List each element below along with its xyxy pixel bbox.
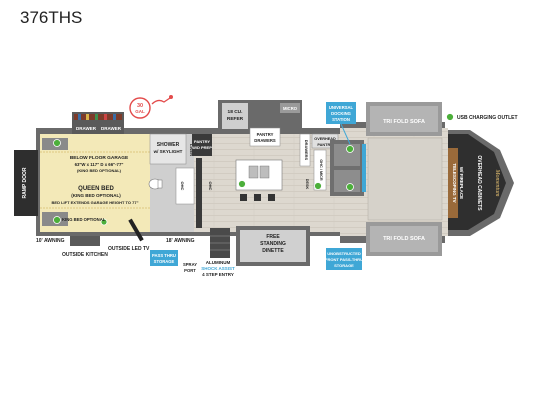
ohc-label-2: OHC bbox=[208, 182, 213, 191]
unobstructed-label-3: STORAGE bbox=[334, 263, 354, 268]
bath-vanity bbox=[175, 167, 195, 205]
pantry-wd bbox=[192, 134, 212, 156]
usb-outlet-1 bbox=[53, 139, 61, 147]
outside-kitchen bbox=[70, 236, 100, 246]
awning-right-label: 18' AWNING bbox=[166, 238, 195, 244]
skylight-label: w/ SKYLIGHT bbox=[153, 149, 183, 154]
brand-logo: Momentum bbox=[494, 169, 500, 198]
wall-divider bbox=[196, 158, 202, 228]
below-floor-garage-label: BELOW FLOOR GARAGE bbox=[70, 155, 129, 161]
free-label-3: DINETTE bbox=[262, 248, 284, 254]
spray-label-1: SPRAY bbox=[183, 262, 197, 267]
micro-label: MICRO bbox=[283, 106, 298, 111]
usb-legend-label: USB CHARGING OUTLET bbox=[457, 115, 518, 121]
overhead-pantry-label-1: OVERHEAD bbox=[314, 137, 336, 141]
refer-label-1: 18 CU. bbox=[228, 109, 243, 115]
gal-tank-marker bbox=[129, 97, 151, 119]
tv-fireplace bbox=[448, 148, 458, 218]
usb-outlet-4 bbox=[314, 182, 322, 190]
docking-label-2: DOCKING bbox=[331, 111, 351, 116]
king-bed-optional-label: KING BED OPTIONAL bbox=[62, 217, 106, 222]
microwave bbox=[280, 103, 300, 113]
queen-bed-label: QUEEN BED bbox=[78, 186, 114, 192]
desk-label: DESK bbox=[305, 179, 309, 190]
ramp-door bbox=[14, 150, 38, 216]
aluminum-label: ALUMINUM bbox=[206, 260, 231, 265]
overhead-cabinets-label: OVERHEAD CABINETS bbox=[476, 155, 482, 211]
pass-thru-callout bbox=[150, 250, 178, 266]
pass-thru-label-1: PASS THRU bbox=[152, 253, 176, 258]
usb-outlet-2 bbox=[53, 216, 61, 224]
queen-bed-sub: (KING BED OPTIONAL) bbox=[71, 193, 121, 198]
ohc-micro-column bbox=[313, 149, 327, 191]
prep-label: W/D PREP bbox=[192, 145, 212, 150]
refer-label-2: REFER bbox=[227, 116, 244, 122]
docking-station bbox=[362, 144, 366, 192]
pantry-drawers bbox=[249, 127, 281, 147]
floorplan-title: 376THS bbox=[20, 8, 83, 27]
ramp-door-label: RAMP DOOR bbox=[22, 167, 28, 198]
books-shelf bbox=[74, 114, 122, 120]
unobstructed-label-2: FRONT PASS-THRU bbox=[325, 257, 363, 262]
free-label-2: STANDING bbox=[260, 241, 286, 247]
overhead-pantry-label-2: PANTRY bbox=[317, 143, 333, 147]
linen-label: LINEN bbox=[189, 144, 194, 156]
outside-tv bbox=[128, 218, 144, 242]
unobstructed-callout bbox=[326, 248, 362, 270]
docking-label-1: UNIVERSAL bbox=[329, 105, 354, 110]
usb-outlet-6 bbox=[346, 183, 354, 191]
spray-label-2: PORT bbox=[184, 268, 196, 273]
king-bed-optional-top: (KING BED OPTIONAL) bbox=[77, 168, 122, 173]
drawer-label-1: DRAWER bbox=[76, 126, 97, 131]
shock-assist-label: SHOCK ASSIST bbox=[201, 266, 235, 271]
tri-fold-bottom-label: TRI FOLD SOFA bbox=[383, 236, 425, 242]
front-cap bbox=[448, 134, 506, 230]
pantry-prep-label: PANTRY bbox=[194, 139, 210, 144]
pantry-drawers-label-2: DRAWERS bbox=[254, 138, 276, 143]
ohc-micro-label: OHC / MICR bbox=[319, 159, 323, 181]
tri-fold-top-label: TRI FOLD SOFA bbox=[383, 119, 425, 125]
ohc-label-1: OHC bbox=[180, 182, 185, 191]
sink-1 bbox=[248, 165, 259, 179]
step-entry-label: 4 STEP ENTRY bbox=[202, 272, 234, 277]
fuel-hose-icon bbox=[151, 97, 171, 105]
shower bbox=[149, 133, 187, 165]
drawers-vert-label: DRAWERS bbox=[304, 140, 309, 161]
unobstructed-label-1: UNOBSTRUCTED bbox=[327, 251, 361, 256]
usb-outlet-3 bbox=[238, 180, 246, 188]
outside-kitchen-label: OUTSIDE KITCHEN bbox=[62, 252, 108, 258]
drawers-column bbox=[299, 133, 311, 167]
drawer-label-2: DRAWER bbox=[101, 126, 122, 131]
usb-outlet-7 bbox=[100, 218, 108, 226]
docking-label-3: STATION bbox=[332, 117, 350, 122]
usb-legend-icon bbox=[446, 113, 454, 121]
garage-dims-label: 63"W x 117" D x 66"-77" bbox=[75, 162, 124, 167]
shower-label: SHOWER bbox=[157, 142, 180, 148]
tv-fireplace-label-2: W/ FIREPLACE bbox=[459, 167, 464, 199]
outside-tv-label: OUTSIDE LED TV bbox=[108, 246, 150, 252]
free-label-1: FREE bbox=[266, 234, 280, 240]
living-rug bbox=[367, 137, 443, 221]
tv-fireplace-label-1: TELESCOPING TV bbox=[452, 163, 457, 202]
gal-number: 30 bbox=[137, 103, 143, 109]
usb-outlet-5 bbox=[346, 145, 354, 153]
awning-left-label: 10' AWNING bbox=[36, 238, 65, 244]
sink-2 bbox=[259, 165, 270, 179]
pass-thru-label-2: STORAGE bbox=[154, 259, 175, 264]
pantry-drawers-label-1: PANTRY bbox=[257, 132, 274, 137]
gal-unit: GAL bbox=[135, 109, 145, 114]
docking-callout bbox=[326, 102, 356, 124]
bed-lift-label: BED LIFT EXTENDS GARAGE HEIGHT TO 77" bbox=[52, 200, 139, 205]
refrigerator bbox=[222, 103, 248, 129]
